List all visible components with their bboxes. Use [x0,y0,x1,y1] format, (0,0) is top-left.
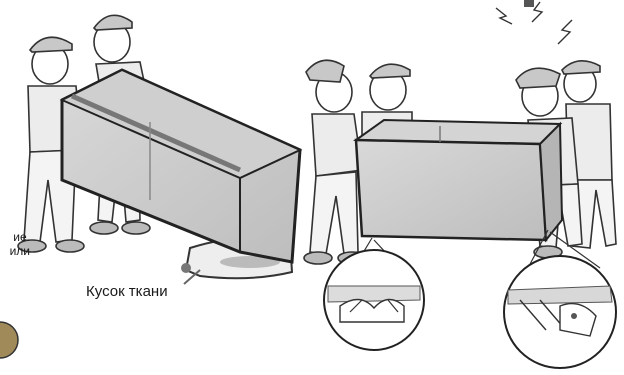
carried-fridge [356,120,562,240]
step-circle-icon [0,322,18,358]
detail-zoom-underside [504,256,616,368]
side-note: ие. или [0,230,30,258]
side-note-line-2: или [0,244,30,258]
cloth-callout-label: Кусок ткани [86,284,168,299]
detail-zoom-hands [324,250,424,350]
noise-mark-icon [496,0,572,44]
callout-dot [181,263,191,273]
side-note-line-1: ие. [0,230,30,244]
